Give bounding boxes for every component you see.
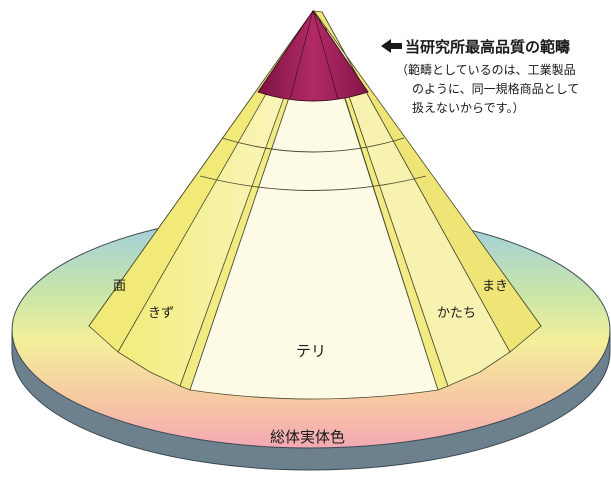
- annotation-note-line-1: （範疇としているのは、工業製品: [396, 62, 576, 77]
- cone: [88, 9, 542, 400]
- segment-panel-teri: [189, 17, 439, 400]
- annotation-note-line-3: 扱えないからです。）: [412, 101, 524, 115]
- cone-ring-1: [221, 137, 405, 153]
- cone-tip-rib-2: [312, 10, 339, 100]
- base-label: 総体実体色: [270, 428, 345, 446]
- segment-label-men: 面: [113, 279, 126, 294]
- segment-label-maki: まき: [482, 279, 508, 294]
- annotation-title: 当研究所最高品質の範疇: [405, 38, 570, 56]
- left-arrow-icon: [381, 39, 402, 53]
- segment-label-katachi: かたち: [437, 306, 476, 321]
- cone-tip-rib-1: [289, 10, 314, 100]
- segment-panel-maki: [313, 10, 542, 353]
- segment-label-kizu: きず: [148, 306, 174, 321]
- cone-ring-2: [199, 175, 427, 191]
- annotation: 当研究所最高品質の範疇 （範疇としているのは、工業製品 のように、同一規格商品と…: [381, 38, 579, 115]
- cone-tip: [257, 10, 369, 102]
- segment-label-teri: テリ: [296, 342, 326, 360]
- annotation-note-line-2: のように、同一規格商品として: [412, 81, 579, 96]
